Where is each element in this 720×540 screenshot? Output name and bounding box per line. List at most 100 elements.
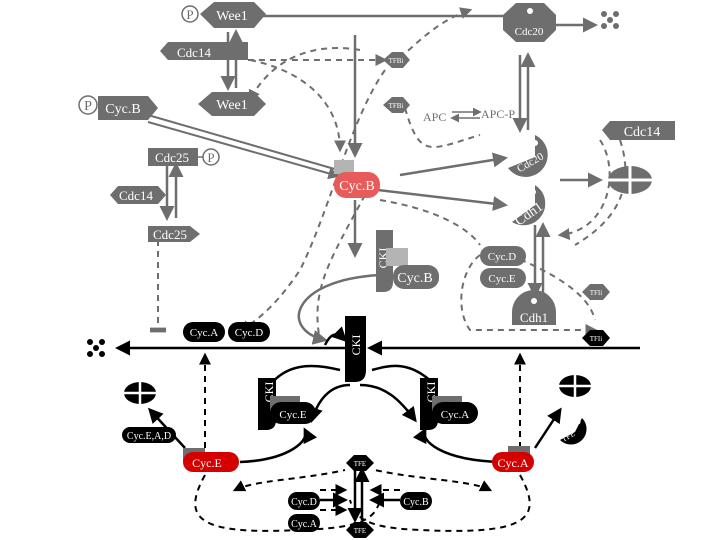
dash-cyce-loop (194, 474, 381, 532)
cycb-bottom-node[interactable]: Cyc.B (400, 492, 432, 510)
edge-cycb-left-center-a (147, 114, 339, 171)
edge-cyce-up (269, 364, 341, 386)
tfi-upper-node[interactable]: TFIi (582, 284, 610, 300)
cyc-ead-label: Cyc.E,A,D (127, 431, 171, 442)
p-label-cdc25: P (207, 150, 214, 165)
cyca-bottom-node[interactable]: Cyc.A (288, 514, 320, 532)
cyca-cki-label: Cyc.A (441, 409, 469, 421)
cki-center-node[interactable]: CKI (345, 316, 366, 382)
edge-cki-cyce (308, 383, 351, 423)
tfe-small-node[interactable]: TFE (560, 418, 587, 445)
cdc25-lower-node[interactable]: Cdc25 (148, 226, 200, 242)
cycd-bottom-node[interactable]: Cyc.D (288, 492, 320, 510)
cdc25-lower-label: Cdc25 (153, 227, 187, 242)
cyce-right-node[interactable]: Cyc.E (480, 268, 526, 288)
dash-tfb-apc (404, 107, 481, 149)
cycd-right-node[interactable]: Cyc.D (480, 246, 526, 266)
cycb-center-label: Cyc.B (339, 179, 374, 194)
cycd-bottom-label: Cyc.D (291, 497, 317, 508)
cdh1-lower-label: Cdh1 (520, 310, 548, 325)
dash-cycd-tfi (460, 254, 598, 336)
edge-cycb-cdc20 (399, 152, 508, 177)
cycb-left-label: Cyc.B (105, 102, 140, 117)
cyc-ead-node[interactable]: Cyc.E,A,D (122, 427, 176, 443)
tfb-top-node[interactable]: TFBi (383, 52, 410, 68)
cycb-bottom-label: Cyc.B (403, 497, 429, 508)
dash-tfe-cyca (374, 469, 493, 492)
cyce-right-label: Cyc.E (488, 273, 515, 285)
p-label-top: P (186, 7, 193, 22)
lower-edges (115, 326, 640, 523)
cyce-red-node[interactable]: Cyc.E (183, 448, 239, 472)
edge-cycb-cdh1 (377, 188, 508, 212)
cki-cycb-complex[interactable]: CKI Cyc.B (376, 230, 439, 292)
p-circle-left: P (78, 95, 98, 115)
cdc14-right-label: Cdc14 (624, 125, 661, 140)
tfb-mid-label: TFBi (389, 102, 404, 110)
tfi-upper-label: TFIi (590, 289, 603, 297)
cyce-red-label: Cyc.E (192, 456, 222, 470)
degradation-icon-lower (87, 339, 105, 357)
cyca-red-node[interactable]: Cyc.A (492, 446, 534, 472)
tfe-mid-node[interactable]: TFE (346, 455, 374, 471)
wee1-mid-node[interactable]: Wee1 (198, 92, 266, 116)
dash-cycb-right (379, 199, 481, 246)
dash-cdc25-inhibit (150, 234, 175, 333)
dash-cyce-tfi (509, 254, 596, 321)
wee1-mid-label: Wee1 (216, 98, 248, 113)
edge-cycb-left-center-b (147, 121, 341, 180)
dash-cdc14-cdh1 (557, 139, 611, 241)
cyce-cki-label: Cyc.E (279, 409, 306, 421)
upper-edges (147, 14, 603, 345)
cycd-mid-node[interactable]: Cyc.D (228, 322, 270, 342)
tfe-bottom-label: TFE (354, 527, 366, 535)
dash-tfb-cyca (237, 69, 386, 332)
cyca-red-label: Cyc.A (498, 456, 529, 470)
cell-division-icon-lower-right (559, 375, 591, 397)
edge-cki-cyca (359, 383, 417, 423)
apc-label: APC (423, 110, 446, 124)
tfb-top-label: TFBi (389, 57, 404, 65)
dash-cdc14-right (574, 139, 627, 246)
cycb-cki-label: Cyc.B (397, 271, 432, 286)
tfi-lower-label: TFIi (590, 335, 603, 343)
cycd-right-label: Cyc.D (488, 251, 516, 263)
cdh1-upper-node[interactable]: Cdh1 (512, 185, 546, 229)
tfe-bottom-node[interactable]: TFE (346, 522, 374, 538)
wee1-top-label: Wee1 (216, 9, 248, 24)
cyca-mid-node[interactable]: Cyc.A (183, 322, 225, 342)
edge-to-cki-center (323, 326, 348, 346)
edge-cyce-red-cki (239, 427, 318, 464)
cdc20-mid-node[interactable]: Cdc20 (508, 135, 548, 177)
cell-division-icon-upper (608, 166, 652, 194)
cycd-mid-label: Cyc.D (235, 327, 263, 339)
cdc20-top-node[interactable]: Cdc20 (503, 3, 556, 42)
cdc25-top-node[interactable]: Cdc25 (148, 148, 198, 166)
cki-center-label: CKI (349, 335, 363, 356)
cell-division-icon-lower-left (124, 382, 156, 404)
cki-cyca-complex[interactable]: CKI Cyc.A (420, 378, 478, 430)
edge-cyca-red-cki (412, 427, 501, 464)
cdh1-lower-node[interactable]: Cdh1 (512, 290, 556, 325)
tfi-lower-node[interactable]: TFIi (582, 330, 610, 346)
tfe-mid-label: TFE (354, 460, 366, 468)
wee1-top-node[interactable]: Wee1 (200, 2, 266, 28)
cdc14-left-node[interactable]: Cdc14 (110, 186, 166, 204)
tfb-mid-node[interactable]: TFBi (383, 97, 410, 113)
dash-cycb-cki-down (316, 194, 366, 341)
edge-cki-cycb-loop (297, 273, 381, 345)
cyca-mid-label: Cyc.A (190, 327, 218, 339)
cyca-bottom-label: Cyc.A (291, 519, 318, 530)
cdc14-right-node[interactable]: Cdc14 (602, 121, 675, 140)
cdc14-left-label: Cdc14 (119, 188, 153, 203)
cycb-center-node[interactable]: Cyc.B (334, 160, 380, 198)
cdc14-top-node[interactable]: Cdc14 (160, 42, 248, 60)
cki-cyce-complex[interactable]: CKI Cyc.E (258, 378, 316, 430)
p-label-left: P (84, 99, 92, 114)
cdc14-top-label: Cdc14 (177, 45, 211, 60)
dash-tfe-cyce (232, 469, 346, 492)
cycb-left-node[interactable]: Cyc.B (98, 96, 158, 120)
p-circle-top: P (181, 5, 199, 23)
